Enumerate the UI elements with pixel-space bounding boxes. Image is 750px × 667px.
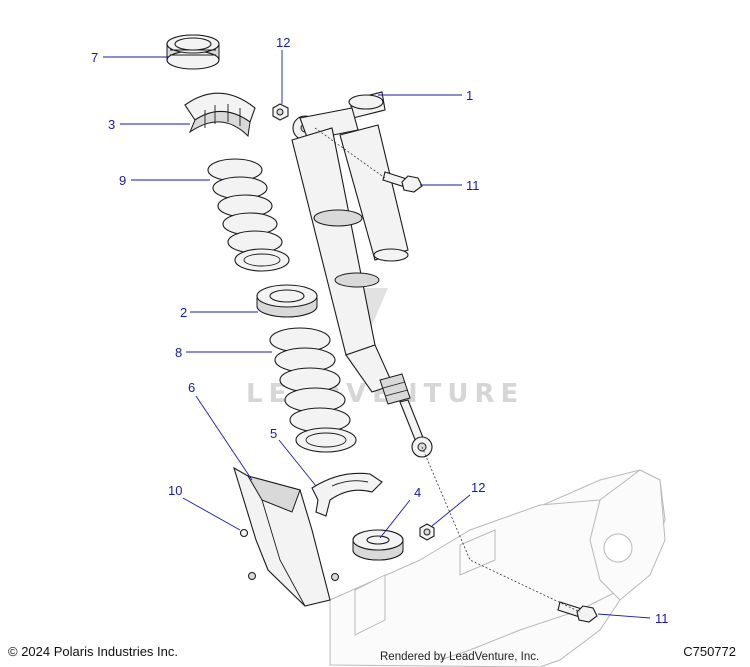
part-12-upper-nut bbox=[272, 103, 289, 121]
copyright-text: © 2024 Polaris Industries Inc. bbox=[8, 644, 178, 659]
callout-10: 10 bbox=[168, 483, 182, 498]
part-7-spring-retainer-ring bbox=[166, 34, 220, 70]
part-8-lower-coil-spring bbox=[269, 327, 357, 453]
callout-1: 1 bbox=[466, 88, 473, 103]
frame-swingarm bbox=[329, 469, 666, 667]
callout-5: 5 bbox=[270, 426, 277, 441]
catalog-code: C750772 bbox=[683, 644, 736, 659]
part-2-spring-adapter bbox=[256, 284, 318, 318]
rendered-by-text: Rendered by LeadVenture, Inc. bbox=[380, 651, 540, 663]
callout-11-top: 11 bbox=[466, 178, 480, 193]
leader-lines bbox=[103, 50, 651, 619]
callout-6: 6 bbox=[188, 380, 195, 395]
callout-9: 9 bbox=[119, 173, 126, 188]
part-11-lower-bolt bbox=[557, 601, 598, 623]
callout-4: 4 bbox=[414, 485, 421, 500]
part-5-spring-bracket bbox=[311, 472, 383, 517]
part-4-lower-spring-seat bbox=[352, 529, 404, 561]
callout-12-bottom: 12 bbox=[471, 480, 485, 495]
part-10-screw bbox=[239, 528, 249, 538]
callout-7: 7 bbox=[91, 50, 98, 65]
part-1-shock-absorber bbox=[291, 91, 433, 458]
part-12-lower-nut bbox=[419, 523, 435, 541]
part-9-upper-coil-spring bbox=[207, 158, 290, 272]
callout-8: 8 bbox=[175, 345, 182, 360]
callout-11-bottom: 11 bbox=[655, 611, 669, 626]
callout-12-top: 12 bbox=[276, 35, 290, 50]
callout-labels: 7 12 1 3 9 11 2 8 6 5 4 10 12 11 bbox=[91, 35, 669, 626]
alignment-lines bbox=[314, 127, 581, 613]
callout-2: 2 bbox=[180, 305, 187, 320]
part-6-shock-guard bbox=[233, 466, 339, 607]
part-3-spring-retainer bbox=[184, 92, 256, 138]
callout-3: 3 bbox=[108, 117, 115, 132]
